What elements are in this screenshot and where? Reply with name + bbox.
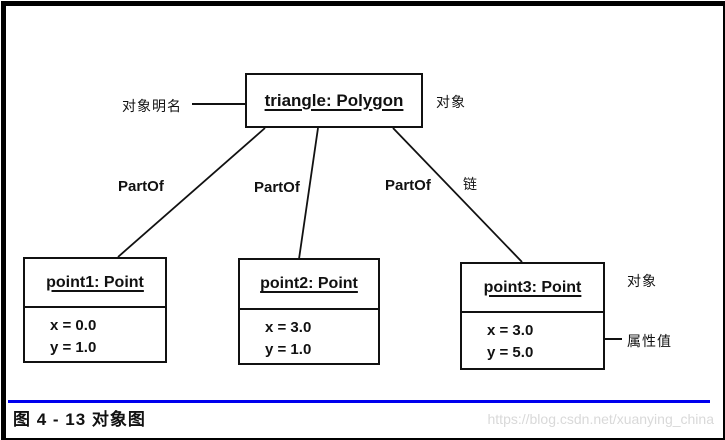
- point2-attr-x: x = 3.0: [265, 319, 312, 336]
- object-box-point3: point3: Point x = 3.0 y = 5.0: [460, 262, 605, 370]
- point1-attr-compartment: x = 0.0 y = 1.0: [25, 308, 165, 359]
- watermark-url: https://blog.csdn.net/xuanying_china: [487, 411, 715, 427]
- label-object-right: 对象: [627, 273, 657, 289]
- point3-title-compartment: point3: Point: [462, 264, 603, 313]
- object-title-point2: point2: Point: [260, 275, 358, 292]
- object-box-point2: point2: Point x = 3.0 y = 1.0: [238, 258, 380, 365]
- label-attribute-value: 属性值: [627, 333, 672, 349]
- point2-attr-y: y = 1.0: [265, 341, 312, 358]
- point1-attr-x: x = 0.0: [50, 317, 97, 334]
- figure-caption: 图 4 - 13 对象图: [13, 410, 146, 429]
- point2-attr-compartment: x = 3.0 y = 1.0: [240, 310, 378, 361]
- point3-attr-y: y = 5.0: [487, 344, 534, 361]
- point3-attr-x: x = 3.0: [487, 322, 534, 339]
- link-line-partof-3: [392, 127, 523, 263]
- link-label-partof-3: PartOf: [385, 177, 431, 194]
- object-title-point3: point3: Point: [483, 278, 582, 296]
- link-line-partof-2: [298, 127, 319, 260]
- object-box-point1: point1: Point x = 0.0 y = 1.0: [23, 257, 167, 363]
- object-title-point1: point1: Point: [46, 273, 144, 291]
- label-object-name: 对象明名: [122, 98, 182, 114]
- label-object-top: 对象: [436, 94, 466, 110]
- link-label-partof-1: PartOf: [118, 178, 164, 195]
- object-title-triangle: triangle: Polygon: [264, 90, 404, 110]
- point2-title-compartment: point2: Point: [240, 260, 378, 310]
- caption-divider: [8, 400, 710, 403]
- label-link: 链: [463, 176, 478, 192]
- link-line-partof-1: [117, 127, 266, 258]
- point1-title-compartment: point1: Point: [25, 259, 165, 308]
- object-box-triangle: triangle: Polygon: [245, 73, 423, 128]
- link-label-partof-2: PartOf: [254, 179, 300, 196]
- point1-attr-y: y = 1.0: [50, 339, 97, 356]
- point3-attr-compartment: x = 3.0 y = 5.0: [462, 313, 603, 364]
